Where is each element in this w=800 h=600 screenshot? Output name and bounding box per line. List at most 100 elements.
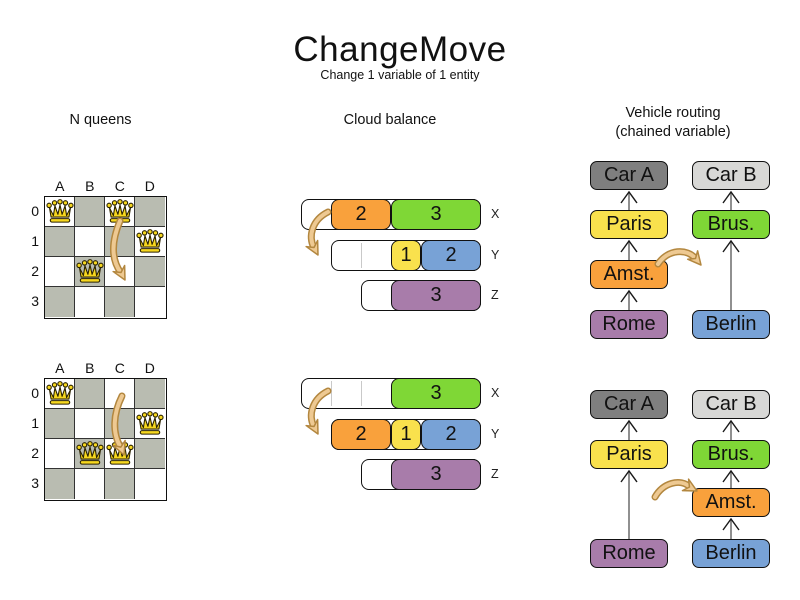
vehicle-box: Car A [590,161,668,190]
board-column-label: A [55,178,65,194]
board-cell [44,408,75,439]
board-cell [74,196,105,227]
board-gridline [44,256,165,257]
process-block: 3 [391,280,481,311]
queen-crown-icon [105,198,134,223]
chess-board [43,195,167,319]
computer-label: X [491,386,500,400]
visit-box: Berlin [692,539,770,568]
board-cell [104,408,135,439]
process-block: 3 [391,199,481,230]
board-cell [44,438,75,469]
visit-box: Berlin [692,310,770,339]
board-cell [104,378,135,409]
queen-icon [135,228,164,255]
board-column-label: C [114,360,126,376]
process-block: 2 [331,419,391,450]
vehicle-box: Car A [590,390,668,419]
capacity-unit-divider [361,381,362,406]
computer-label: Y [491,427,500,441]
page-subtitle: Change 1 variable of 1 entity [320,68,480,82]
process-block: 3 [391,459,481,490]
queen-crown-icon [135,410,164,435]
board-cell [74,468,105,499]
capacity-unit-divider [331,381,332,406]
page-title: ChangeMove [293,30,507,69]
board-cell [134,196,165,227]
chain-arrowhead-icon [620,239,638,253]
board-cell [74,378,105,409]
process-block: 3 [391,378,481,409]
chain-arrowhead-icon [722,239,740,253]
visit-box: Amst. [692,488,770,517]
board-cell [44,286,75,317]
board-cell [134,378,165,409]
chain-arrowhead-icon [722,469,740,483]
vehicle-box: Car B [692,390,770,419]
section-header-cloud-balance: Cloud balance [343,112,437,128]
chain-arrowhead-icon [620,419,638,433]
board-row-label: 3 [31,293,39,309]
vehicle-move-arrow [653,480,692,499]
board-row-label: 3 [31,475,39,491]
computer-label: Y [491,248,500,262]
computer-label: Z [491,467,499,481]
chain-arrowhead-icon [722,517,740,531]
board-row-label: 0 [31,385,39,401]
board-column-label: B [85,178,95,194]
board-column-label: B [85,360,95,376]
computer-label: X [491,207,500,221]
visit-box: Brus. [692,210,770,239]
board-cell [134,256,165,287]
board-cell [104,468,135,499]
cloud-move-arrow-head-icon [305,239,319,256]
chain-arrowhead-icon [620,469,638,483]
board-column-label: D [144,178,156,194]
board-row-label: 2 [31,445,39,461]
queen-icon [105,440,134,467]
cloud-move-arrow-head-icon [305,418,319,435]
vehicle-move-arrow [651,479,694,501]
board-cell [44,468,75,499]
board-column-label: D [144,360,156,376]
board-gridline [44,438,165,439]
board-cell [44,226,75,257]
board-row-label: 0 [31,203,39,219]
process-block: 2 [421,419,481,450]
queen-crown-icon [45,198,74,223]
board-row-label: 1 [31,233,39,249]
chain-arrowhead-icon [620,289,638,303]
queen-icon [75,440,104,467]
visit-box: Rome [590,539,668,568]
process-block: 2 [421,240,481,271]
board-cell [44,256,75,287]
queen-crown-icon [105,440,134,465]
queen-crown-icon [75,440,104,465]
capacity-unit-divider [361,243,362,268]
board-gridline [134,196,135,317]
section-header-nqueens: N queens [69,112,132,128]
computer-label: Z [491,288,499,302]
visit-box: Amst. [590,260,668,289]
board-cell [104,286,135,317]
process-block: 2 [331,199,391,230]
board-cell [134,286,165,317]
process-block: 1 [391,419,421,450]
process-block: 1 [391,240,421,271]
board-cell [74,408,105,439]
queen-icon [135,410,164,437]
board-cell [74,286,105,317]
board-row-label: 2 [31,263,39,279]
queen-icon [45,380,74,407]
chain-arrowhead-icon [620,190,638,204]
board-gridline [134,378,135,499]
section-header-vehicle-routing: Vehicle routing (chained variable) [600,104,746,142]
queen-icon [45,198,74,225]
board-cell [104,226,135,257]
visit-box: Brus. [692,440,770,469]
chain-arrowhead-icon [722,190,740,204]
board-row-label: 1 [31,415,39,431]
queen-crown-icon [75,258,104,283]
vehicle-box: Car B [692,161,770,190]
